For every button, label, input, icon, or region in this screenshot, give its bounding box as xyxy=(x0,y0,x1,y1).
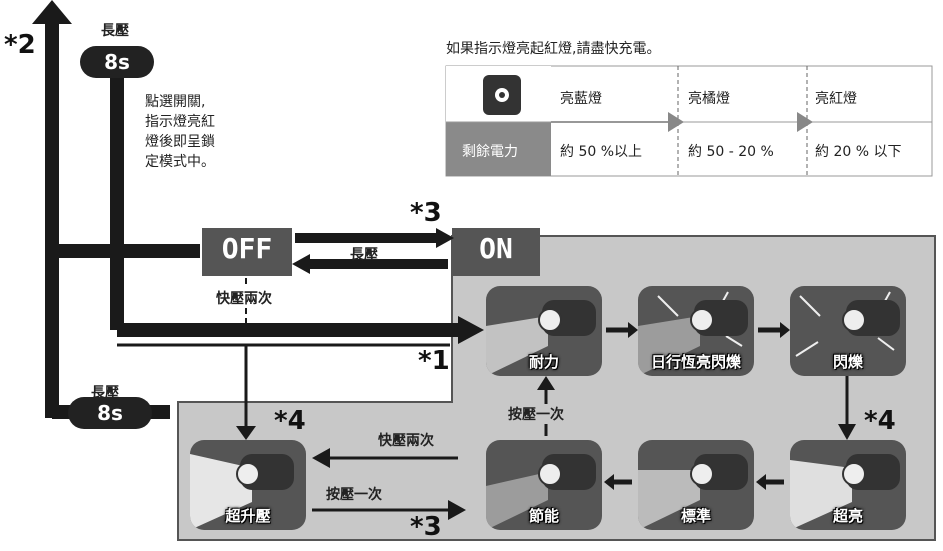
mode-endurance: 耐力 xyxy=(486,286,602,376)
star-4-left: *4 xyxy=(274,406,306,436)
single-press-mid-label: 按壓一次 xyxy=(506,404,566,424)
star-3-bottom: *3 xyxy=(410,512,442,542)
light-icon xyxy=(486,454,596,530)
battery-status-3: 亮紅燈 xyxy=(815,91,857,107)
mode-super-bright: 超亮 xyxy=(790,440,906,530)
battery-status-1: 亮藍燈 xyxy=(560,91,602,107)
light-icon xyxy=(638,291,748,376)
top-duration-pill: 8s xyxy=(80,46,154,78)
star-4-right: *4 xyxy=(864,406,896,436)
star-3-top: *3 xyxy=(410,198,442,228)
long-press-arrow-head xyxy=(32,0,72,24)
star-1: *1 xyxy=(418,346,450,376)
on-state: ON xyxy=(479,232,513,265)
star-2: *2 xyxy=(4,30,36,60)
battery-remaining-label: 剩餘電力 xyxy=(462,144,518,160)
mode-day-flash: 日行恆亮閃爍 xyxy=(638,286,754,376)
on-off-label: 長壓 xyxy=(350,247,378,263)
mode-standard: 標準 xyxy=(638,440,754,530)
single-press-bottom-label: 按壓一次 xyxy=(326,487,382,503)
on-tab xyxy=(452,228,540,276)
light-icon xyxy=(638,454,748,530)
battery-status-2: 亮橘燈 xyxy=(688,91,730,107)
battery-range-2: 約 50 - 20 % xyxy=(688,144,774,160)
light-icon xyxy=(190,454,294,530)
mode-flash: 閃爍 xyxy=(790,286,906,376)
double-tap-inner-label: 快壓兩次 xyxy=(378,433,434,449)
bottom-duration-pill: 8s xyxy=(68,397,152,429)
off-tab xyxy=(202,228,292,276)
top-press-label: 長壓 xyxy=(101,23,129,39)
mode-eco: 節能 xyxy=(486,440,602,530)
off-state: OFF xyxy=(221,232,273,265)
battery-note: 如果指示燈亮起紅燈,請盡快充電。 xyxy=(446,41,661,57)
lock-note: 點選開關, 指示燈亮紅 燈後即呈鎖 定模式中。 xyxy=(145,94,215,170)
double-tap-label: 快壓兩次 xyxy=(214,288,274,308)
light-icon xyxy=(486,300,596,376)
battery-range-3: 約 20 % 以下 xyxy=(815,144,902,160)
battery-range-1: 約 50 %以上 xyxy=(560,144,643,160)
to-endurance-head xyxy=(458,316,484,344)
light-icon xyxy=(790,454,900,530)
light-icon xyxy=(795,291,900,357)
mode-boost: 超升壓 xyxy=(190,440,306,530)
